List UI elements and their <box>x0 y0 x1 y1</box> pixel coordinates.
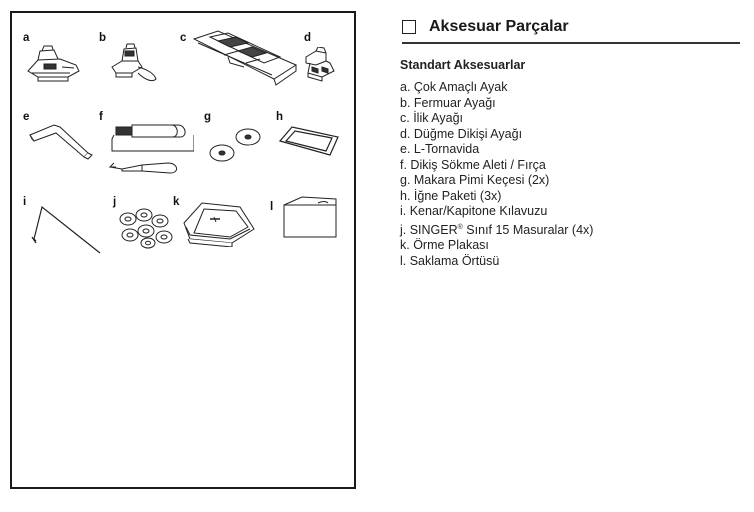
registered-mark: ® <box>457 223 463 231</box>
figure-label-d: d <box>304 32 312 44</box>
figure-label-c: c <box>180 32 187 44</box>
list-item: b. Fermuar Ayağı <box>400 95 496 110</box>
section-title: Aksesuar Parçalar <box>429 18 569 35</box>
list-item-text: Sınıf 15 Masuralar (4x) <box>462 222 594 237</box>
list-item: i. Kenar/Kapitone Kılavuzu <box>400 204 548 218</box>
bobbins-drawing <box>119 208 173 249</box>
figure-label-b: b <box>99 32 107 44</box>
seam-ripper-brush-drawing <box>108 124 194 174</box>
buttonhole-foot-drawing <box>192 30 298 86</box>
list-item: j. SINGER® Sınıf 15 Masuralar (4x) <box>400 220 593 239</box>
list-item: c. İlik Ayağı <box>400 111 463 125</box>
accessory-list: a. Çok Amaçlı Ayak b. Fermuar Ayağı c. İ… <box>400 80 593 269</box>
list-item: l. Saklama Örtüsü <box>400 253 500 268</box>
list-item-text: j. SINGER <box>400 222 458 237</box>
list-item: g. Makara Pimi Keçesi (2x) <box>400 173 550 187</box>
heading-underline <box>402 42 740 44</box>
zipper-foot-drawing <box>111 43 157 82</box>
figure-label-j: j <box>113 196 117 208</box>
figure-label-i: i <box>23 196 27 208</box>
l-screwdriver-drawing <box>29 124 93 160</box>
needle-pack-drawing <box>278 126 339 156</box>
figure-label-a: a <box>23 32 30 44</box>
figure-label-g: g <box>204 111 212 123</box>
figure-label-f: f <box>99 111 103 123</box>
all-purpose-foot-drawing <box>27 45 80 82</box>
knit-plate-drawing <box>183 202 255 247</box>
list-item: a. Çok Amaçlı Ayak <box>400 80 508 94</box>
edge-quilting-guide-drawing <box>31 205 101 254</box>
figure-label-l: l <box>270 201 274 213</box>
section-subtitle: Standart Aksesuarlar <box>400 58 526 72</box>
list-item: e. L-Tornavida <box>400 142 480 156</box>
list-item: f. Dikiş Sökme Aleti / Fırça <box>400 157 546 172</box>
figure-label-h: h <box>276 111 284 123</box>
list-item: h. İğne Paketi (3x) <box>400 188 502 203</box>
button-sewing-foot-drawing <box>305 47 335 82</box>
checkbox-square-icon <box>402 20 416 34</box>
dust-cover-drawing <box>283 196 337 238</box>
list-item: k. Örme Plakası <box>400 238 489 252</box>
figure-label-e: e <box>23 111 30 123</box>
spool-pin-felt-drawing <box>209 128 261 162</box>
list-item: d. Düğme Dikişi Ayağı <box>400 126 523 141</box>
figure-label-k: k <box>173 196 180 208</box>
accessories-illustration-panel: a b c d e f g h i j k l <box>10 11 356 489</box>
